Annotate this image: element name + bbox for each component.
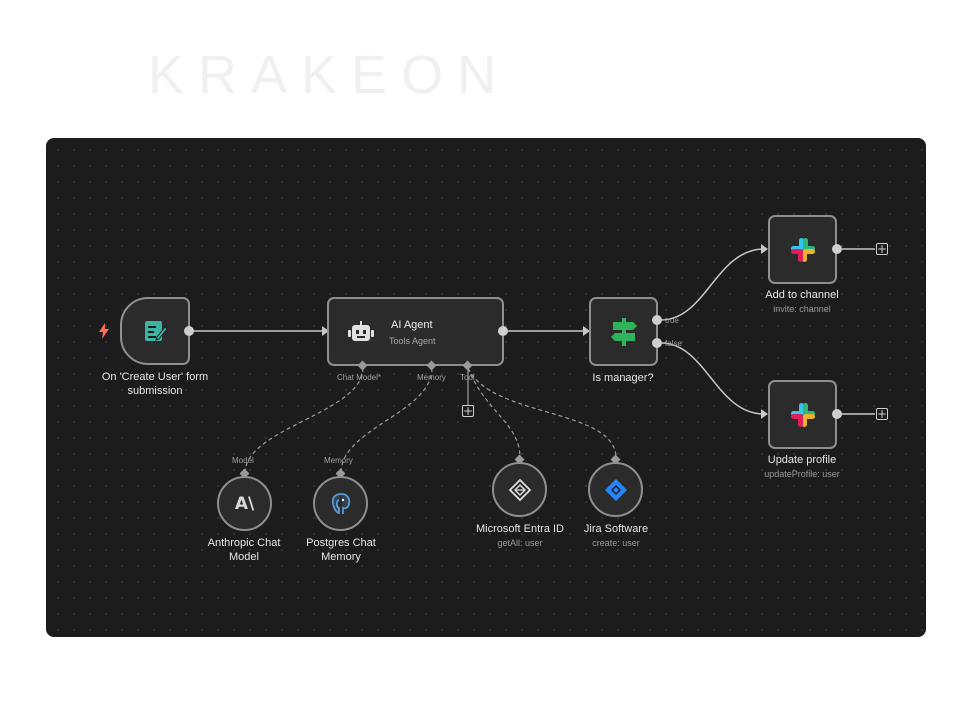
- entra-icon: [508, 478, 531, 501]
- trigger-label: On 'Create User' form submission: [101, 371, 209, 397]
- false-branch-label: false: [665, 339, 682, 348]
- is-manager-node[interactable]: [589, 297, 658, 366]
- add-after-add-to-channel-button[interactable]: +: [876, 242, 888, 256]
- jira-sub: create: user: [592, 538, 640, 548]
- update-profile-label: Update profile: [767, 454, 837, 466]
- trigger-node[interactable]: [120, 297, 190, 365]
- lightning-icon: [99, 323, 109, 339]
- entra-sub: getAll: user: [497, 538, 543, 548]
- edge-memory: [340, 367, 433, 474]
- ai-agent-output-port[interactable]: [498, 326, 508, 336]
- brand-logo-text: KRAKEON: [148, 45, 511, 105]
- is-manager-label: Is manager?: [592, 372, 654, 384]
- add-to-channel-output-port[interactable]: [832, 244, 842, 254]
- add-to-channel-label: Add to channel: [765, 289, 839, 301]
- form-icon: [145, 321, 168, 341]
- edge-tool-jira: [467, 367, 617, 459]
- memory-port-label: Memory: [417, 373, 446, 382]
- postgres-icon: [331, 492, 350, 514]
- postgres-chat-memory-node[interactable]: [313, 476, 368, 531]
- entra-label: Microsoft Entra ID: [475, 523, 565, 535]
- edge-model: [244, 367, 364, 474]
- slack-icon: [790, 402, 815, 427]
- add-after-update-profile-button[interactable]: +: [876, 407, 888, 421]
- update-profile-node[interactable]: [768, 380, 837, 449]
- anthropic-icon: A\: [234, 493, 255, 514]
- edge-true-addchannel: [660, 248, 765, 321]
- jira-software-node[interactable]: [588, 462, 643, 517]
- add-to-channel-node[interactable]: [768, 215, 837, 284]
- jira-icon: [604, 478, 627, 501]
- ai-agent-subtitle: Tools Agent: [389, 336, 436, 346]
- trigger-output-port[interactable]: [184, 326, 194, 336]
- tool-port-label: Tool: [460, 373, 475, 382]
- ai-agent-node[interactable]: AI Agent Tools Agent: [327, 297, 504, 366]
- ai-agent-title: AI Agent: [391, 319, 433, 331]
- edge-false-updateprofile: [660, 342, 765, 415]
- connections: [193, 244, 875, 474]
- update-profile-sub: updateProfile: user: [764, 469, 840, 479]
- workflow-canvas[interactable]: On 'Create User' form submission AI Agen…: [46, 138, 926, 637]
- anthropic-port-label: Model: [232, 456, 254, 465]
- microsoft-entra-node[interactable]: [492, 462, 547, 517]
- jira-label: Jira Software: [583, 523, 649, 535]
- robot-icon: [348, 321, 374, 341]
- anthropic-chat-model-node[interactable]: A\: [217, 476, 272, 531]
- add-to-channel-sub: invite: channel: [773, 304, 831, 314]
- true-branch-label: true: [665, 316, 679, 325]
- signpost-icon: [610, 317, 637, 346]
- add-tool-button[interactable]: +: [462, 404, 474, 418]
- true-output-port[interactable]: [652, 315, 662, 325]
- update-profile-output-port[interactable]: [832, 409, 842, 419]
- edge-tool-entra: [467, 367, 521, 459]
- postgres-label: Postgres Chat Memory: [306, 537, 376, 563]
- slack-icon: [790, 237, 815, 262]
- anthropic-label: Anthropic Chat Model: [207, 537, 281, 563]
- chat-model-port-label: Chat Model*: [337, 373, 382, 382]
- false-output-port[interactable]: [652, 338, 662, 348]
- postgres-port-label: Memory: [324, 456, 353, 465]
